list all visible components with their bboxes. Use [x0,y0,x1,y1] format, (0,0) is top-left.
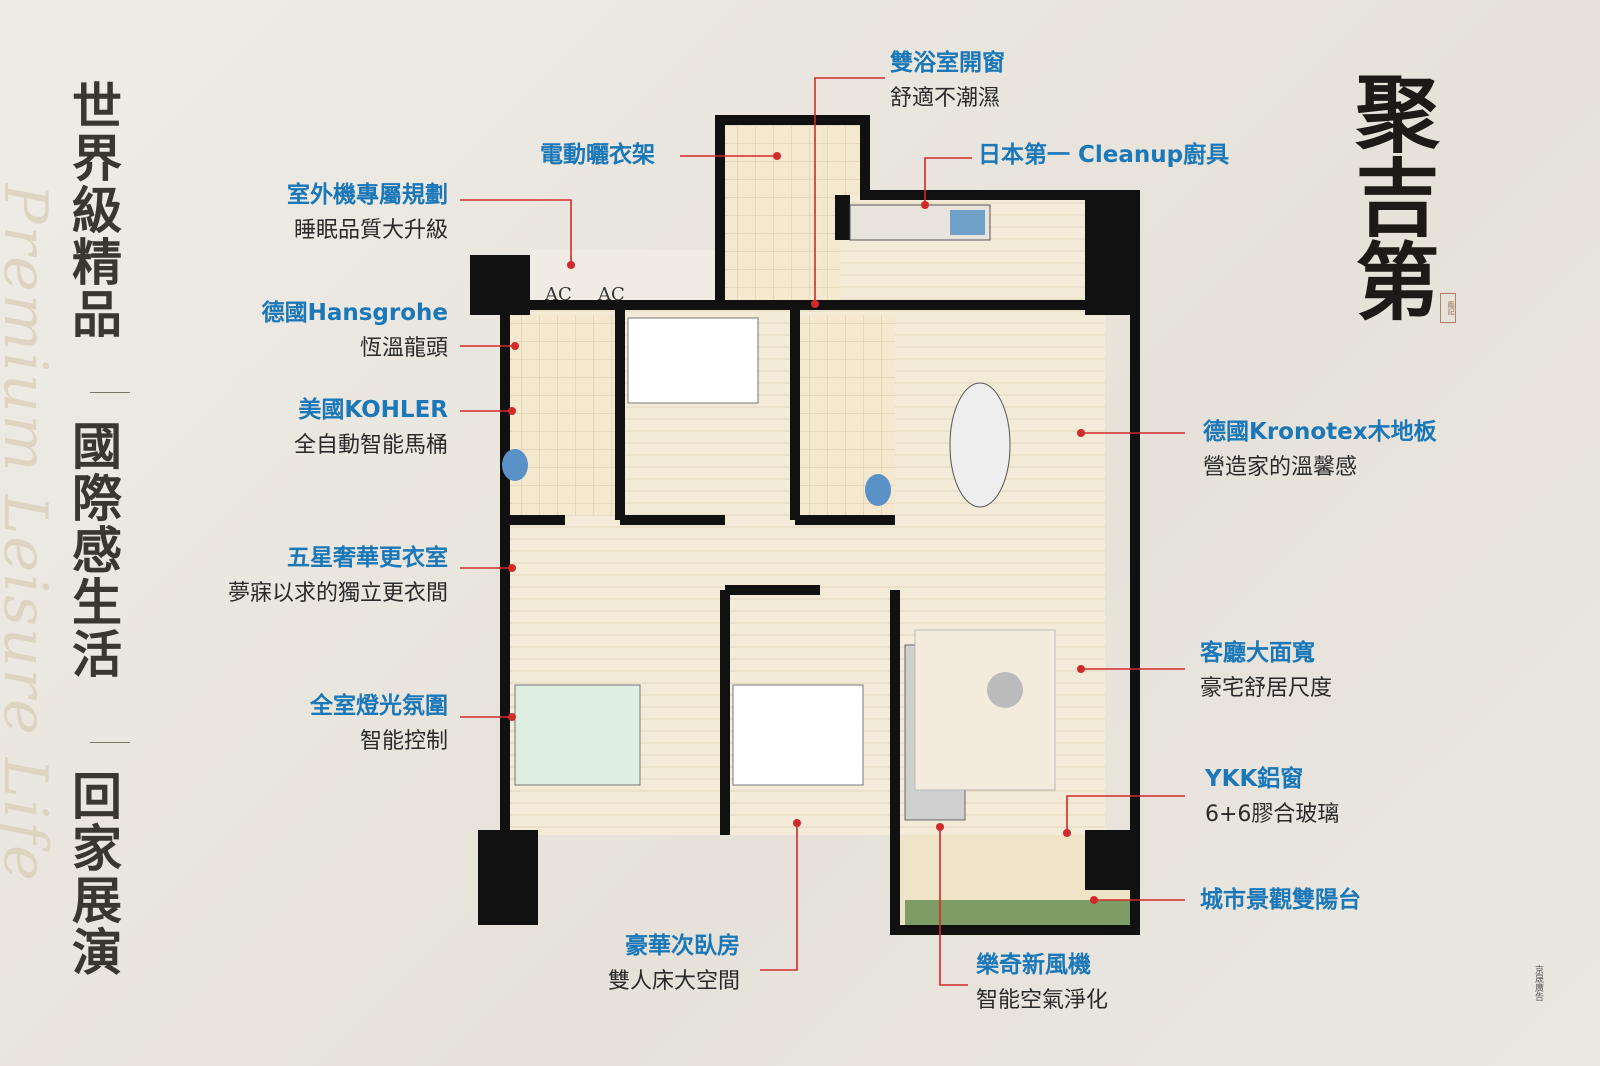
callout-subtitle: 智能空氣淨化 [976,988,1109,1013]
callout-second-bedroom: 豪華次臥房雙人床大空間 [608,928,740,1000]
callout-subtitle: 恆溫龍頭 [359,336,448,361]
callout-title: 室外機專屬規劃 [287,182,448,208]
ac-label: AC [544,284,572,305]
brand-logo: 聚吉第 [1342,70,1441,322]
divider [90,392,130,393]
callout-subtitle: 夢寐以求的獨立更衣間 [227,581,448,606]
callout-title: 豪華次臥房 [625,933,740,959]
callout-kronotex-floor: 德國Kronotex木地板營造家的溫馨感 [1203,414,1437,486]
callout-subtitle: 雙人床大空間 [607,969,740,994]
ac-label: AC [597,284,625,305]
callout-title: 城市景觀雙陽台 [1200,887,1361,913]
callout-title: 美國KOHLER [298,397,448,423]
callout-leader-lines [460,77,1185,986]
callout-drying-rack: 電動曬衣架 [540,137,655,173]
callout-kohler: 美國KOHLER 全自動智能馬桶 [294,392,448,464]
callout-title: 電動曬衣架 [540,142,655,168]
callout-subtitle: 6+6膠合玻璃 [1205,802,1340,827]
callout-title: 德國Kronotex木地板 [1203,419,1437,445]
furniture [502,204,1130,925]
agency-credit: 京晟廣告 [1533,965,1543,1001]
callout-subtitle: 舒適不潮濕 [890,86,1001,111]
callout-outdoor-unit: 室外機專屬規劃睡眠品質大升級 [287,177,448,249]
callout-balcony: 城市景觀雙陽台 [1200,882,1361,918]
callout-subtitle: 智能控制 [359,729,448,754]
slogan-2: 國際感生活 [64,420,123,680]
callout-walk-in-closet: 五星奢華更衣室夢寐以求的獨立更衣間 [228,540,448,612]
callout-dots [508,152,1098,904]
callout-title: 客廳大面寬 [1200,640,1315,666]
callout-lighting: 全室燈光氛圍智能控制 [310,688,448,760]
callout-ventilation: 樂奇新風機智能空氣淨化 [976,947,1108,1019]
callout-title: 雙浴室開窗 [890,50,1005,76]
callout-subtitle: 全自動智能馬桶 [293,433,448,458]
callout-living-room: 客廳大面寬豪宅舒居尺度 [1200,635,1332,707]
callout-bathroom-window: 雙浴室開窗舒適不潮濕 [890,45,1005,117]
callout-title: 德國Hansgrohe [261,300,448,326]
structural-columns [470,195,1140,925]
slogan-3: 回家展演 [64,770,123,978]
callout-ykk-window: YKK鋁窗 6+6膠合玻璃 [1205,761,1339,833]
callout-title: 樂奇新風機 [976,952,1091,978]
divider [90,742,130,743]
callout-cleanup-kitchen: 日本第一 Cleanup廚具 [978,137,1229,173]
callout-title: YKK鋁窗 [1205,766,1304,792]
callout-subtitle: 豪宅舒居尺度 [1200,676,1333,701]
callout-title: 全室燈光氛圍 [310,693,448,719]
callout-title: 日本第一 Cleanup廚具 [978,142,1230,168]
callout-title: 五星奢華更衣室 [287,545,448,571]
callout-hansgrohe: 德國Hansgrohe 恆溫龍頭 [262,295,448,367]
callout-subtitle: 睡眠品質大升級 [293,218,448,243]
brand-seal: 鳳記 [1440,293,1456,323]
slogan-1: 世界級精品 [64,80,123,340]
callout-subtitle: 營造家的溫馨感 [1203,455,1358,480]
